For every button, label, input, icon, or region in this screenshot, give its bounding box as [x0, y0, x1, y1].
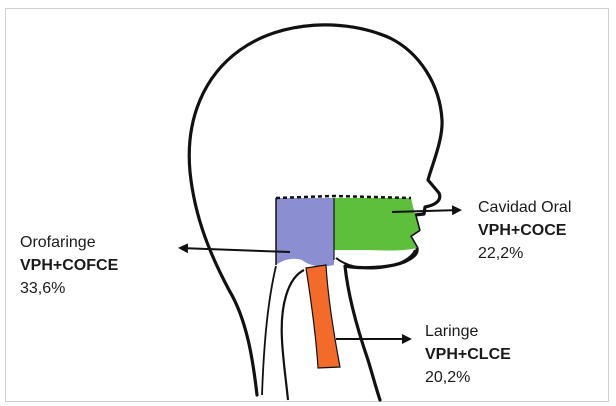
orofaringe-percent: 33,6% [20, 277, 118, 300]
neck-inner-line [262, 266, 276, 395]
orofaringe-region [276, 198, 334, 266]
cavidad-oral-percent: 22,2% [478, 242, 571, 265]
cavidad-oral-label: Cavidad Oral VPH+COCE 22,2% [478, 196, 571, 265]
cavidad-oral-combo: VPH+COCE [478, 219, 571, 242]
orofaringe-arrow [180, 248, 290, 252]
orofaringe-label: Orofaringe VPH+COFCE 33,6% [20, 231, 118, 300]
laringe-region [306, 265, 340, 368]
laringe-combo: VPH+CLCE [425, 343, 511, 366]
cavidad-oral-region [334, 198, 419, 251]
palate-dashed-line [276, 196, 411, 198]
laringe-percent: 20,2% [425, 366, 511, 389]
tongue-contour [336, 250, 415, 268]
esophagus-curve [282, 270, 304, 400]
laringe-label: Laringe VPH+CLCE 20,2% [425, 320, 511, 389]
laringe-name: Laringe [425, 320, 511, 343]
orofaringe-combo: VPH+COFCE [20, 254, 118, 277]
cavidad-oral-name: Cavidad Oral [478, 196, 571, 219]
orofaringe-name: Orofaringe [20, 231, 118, 254]
